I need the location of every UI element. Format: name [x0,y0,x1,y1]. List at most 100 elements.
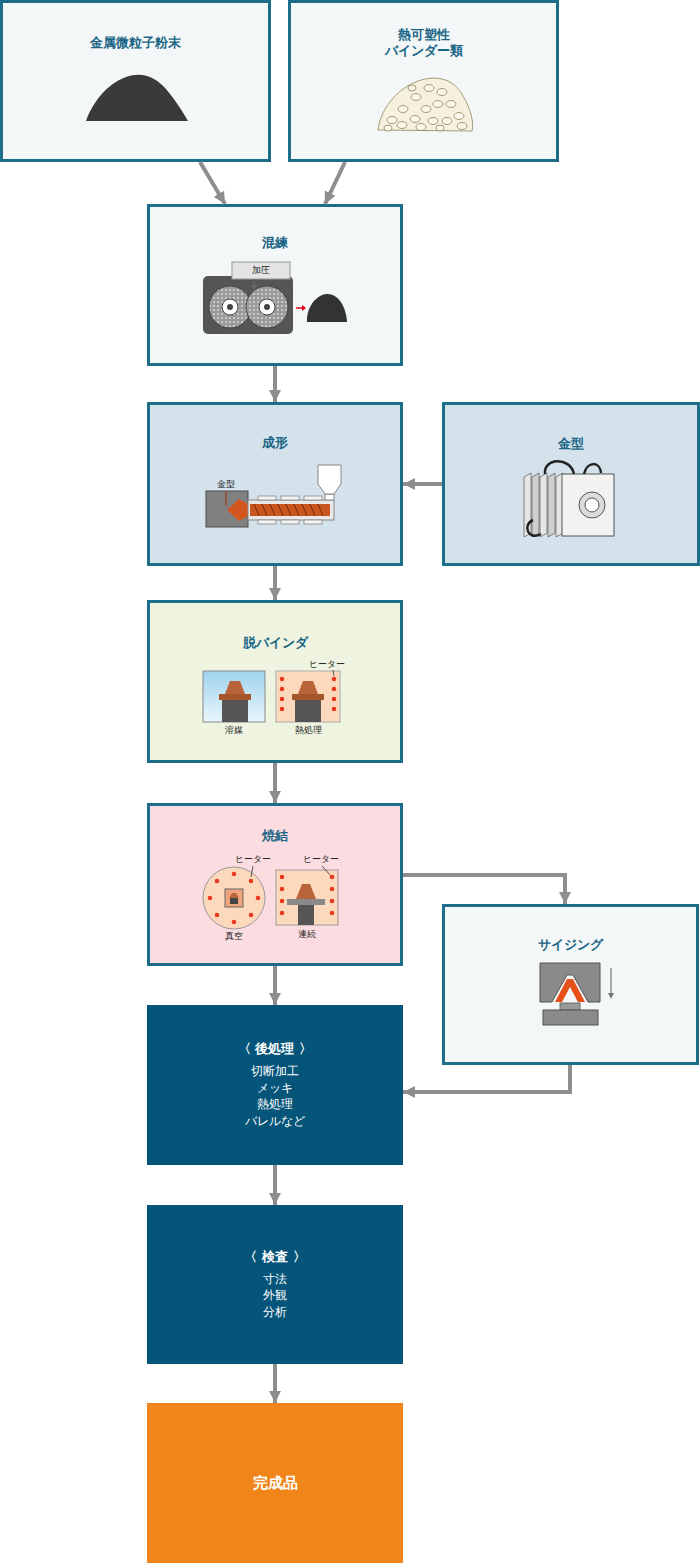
kneader-figure [209,286,251,328]
sintering-figure [215,879,220,884]
node-title: 金属微粒子粉末 [90,35,181,51]
debinding-figure [280,677,337,712]
material-box: 熱可塑性 バインダー類 [288,0,559,162]
mold-figure [585,498,599,512]
material-box: 金属微粒子粉末 [0,0,271,162]
sintering-figure [251,866,253,877]
mold-figure [524,461,614,537]
sizing-press [540,963,614,1025]
node-title: サイジング [538,937,603,953]
molding-machine [206,465,341,527]
part-label: 連続 [298,929,316,940]
sintering-figure [280,887,285,892]
process-box: 成形 [147,402,403,566]
flow-arrow [325,162,345,204]
flow-arrow [273,763,277,803]
molding-machine [254,504,323,516]
kneader-figure [302,305,306,311]
sizing-press [543,1010,598,1025]
sintering-figure [330,911,335,916]
molding-machine [226,491,227,506]
binder-pellets [384,85,467,132]
flow-arrow [273,366,277,402]
binder-pellets [398,106,408,113]
kneader-figure [246,286,288,328]
flow-arrow [403,1065,570,1092]
node-body: 寸法 外観 分析 [263,1271,287,1321]
molding-machine [304,520,322,524]
mold-figure [524,473,531,537]
binder-pellets [387,117,397,124]
process-box: 脱バインダ [147,600,403,763]
part-label: ヒーター [309,659,345,670]
kneader-figure [251,285,258,290]
binder-pellets [421,106,431,113]
kneader-figure [296,307,303,309]
molding-machine [281,496,299,500]
molding-machine [318,465,341,494]
metal-powder [86,75,188,121]
part-label: 加圧 [252,265,270,276]
node-body: 切断加工 メッキ 熱処理 バレルなど [245,1063,305,1129]
binder-pellets [437,89,447,96]
kneader-figure [307,294,347,322]
step-box: 〈 検査 〉寸法 外観 分析 [147,1205,403,1364]
binder-pellets [411,94,421,101]
sintering-figure [208,896,213,901]
sizing-press [540,963,600,1002]
sizing-press [610,968,611,995]
sintering-figure [232,920,237,925]
molding-machine [258,520,276,524]
debinding-figure [203,671,265,722]
node-title: 完成品 [253,1474,298,1492]
process-box: 混練 [147,204,403,366]
node-title: 金型 [558,436,584,452]
kneader-figure [203,262,347,334]
kneader-figure [222,299,238,315]
binder-pellets [454,113,464,120]
molding-machine [258,496,276,500]
part-label: 金型 [217,479,235,490]
mold-figure [584,464,601,474]
process-box: 焼結 [147,803,403,966]
debinding-figure [295,700,321,722]
molding-machine [325,494,334,500]
binder-pellets [378,78,473,131]
mold-figure [540,473,547,537]
binder-pellets [397,122,407,129]
binder-pellets [384,125,392,131]
mold-figure [545,461,574,474]
part-label: 真空 [225,931,243,942]
sintering-figure [330,875,335,880]
molding-machine [304,496,322,500]
node-title: 〈 検査 〉 [244,1249,305,1265]
node-title: 成形 [262,435,288,451]
molding-machine [250,504,330,516]
metal-powder [86,75,188,121]
node-title: 熱可塑性 バインダー類 [385,27,463,59]
debinding-figure [298,681,318,694]
sintering-figure [276,870,338,925]
flow-arrow [403,875,565,904]
sintering-figure [249,913,254,918]
kneader-figure [232,262,290,279]
node-title: 混練 [262,235,288,251]
sintering-figure [225,889,243,907]
molding-machine [248,500,334,520]
mold-figure [532,473,539,537]
binder-pellets [436,125,444,131]
sintering-figure [203,866,338,929]
mold-figure [556,473,563,537]
binder-pellets [428,118,438,125]
debinding-figure [280,687,285,692]
sintering-figure [280,911,285,916]
step-box: 〈 後処理 〉切断加工 メッキ 熱処理 バレルなど [147,1005,403,1165]
debinding-figure [222,700,248,722]
debinding-figure [225,681,245,694]
sintering-figure [330,899,335,904]
sizing-press [608,993,614,999]
sintering-figure [249,879,254,884]
binder-pellets [446,101,456,108]
